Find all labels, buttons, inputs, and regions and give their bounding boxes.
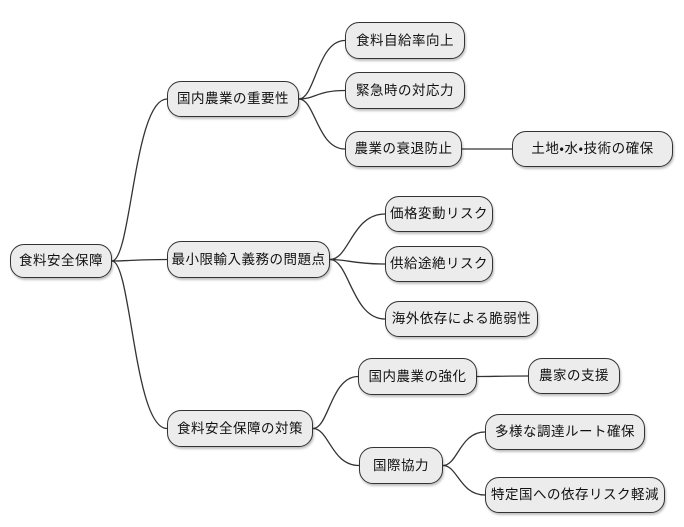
edge-root-to-taisaku [111, 260, 168, 430]
edge-taisaku-to-kyoka [312, 375, 359, 430]
node-food-security-measures: 食料安全保障の対策 [167, 410, 313, 447]
edge-kokusai-to-tayou [442, 431, 486, 467]
node-self-sufficiency-improvement: 食料自給率向上 [345, 22, 465, 59]
edge-importance-to-jikyu [298, 39, 346, 100]
node-supply-disruption-risk: 供給途絶リスク [385, 246, 493, 282]
node-strengthen-domestic-agriculture: 国内農業の強化 [358, 358, 477, 395]
node-prevent-agriculture-decline: 農業の衰退防止 [345, 131, 462, 167]
edge-mondai-to-kaigai [329, 258, 386, 320]
edge-kyoka-to-nouka [476, 375, 529, 378]
edge-root-to-importance [111, 98, 168, 262]
edge-mondai-to-kakaku [329, 213, 386, 261]
edge-kokusai-to-tokutei [442, 464, 486, 496]
edge-root-to-mondai [111, 258, 168, 262]
edge-importance-to-kinkyu [298, 89, 346, 100]
node-minimum-import-obligation-problems: 最小限輸入義務の問題点 [167, 241, 330, 278]
edge-mondai-to-kyokyu [329, 258, 386, 265]
edge-importance-to-suitai [298, 98, 346, 150]
node-farmer-support: 農家の支援 [528, 358, 620, 394]
node-domestic-agriculture-importance: 国内農業の重要性 [167, 81, 299, 117]
node-food-security-root: 食料安全保障 [10, 244, 112, 278]
node-reduce-specific-country-dependence-risk: 特定国への依存リスク軽減 [485, 477, 665, 513]
node-international-cooperation: 国際協力 [359, 447, 443, 484]
node-emergency-response: 緊急時の対応力 [345, 72, 465, 109]
node-secure-land-water-technology: 土地・水・技術の確保 [512, 131, 673, 167]
node-diverse-procurement-routes: 多様な調達ルート確保 [485, 414, 645, 450]
node-overseas-dependence-vulnerability: 海外依存による脆弱性 [385, 301, 538, 337]
edge-taisaku-to-kokusai [312, 427, 360, 467]
node-price-volatility-risk: 価格変動リスク [385, 196, 493, 232]
